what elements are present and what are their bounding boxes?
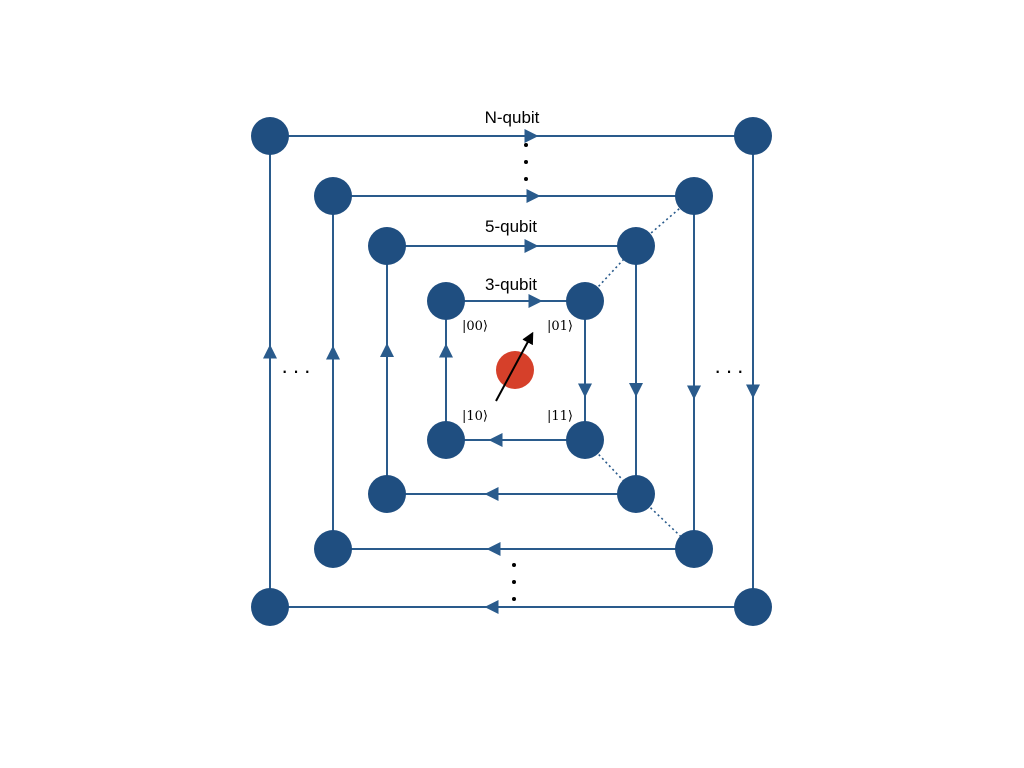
state-label-00: |00⟩: [462, 319, 488, 334]
ring-4-node-br: [734, 588, 772, 626]
ellipsis-right: ···: [714, 358, 748, 383]
ring-1-node-br: [566, 421, 604, 459]
ring-label-3-qubit: 3-qubit: [485, 275, 537, 294]
center-node: [496, 351, 534, 389]
state-label-10: |10⟩: [462, 409, 488, 424]
ring-2-node-bl: [368, 475, 406, 513]
spin-arrow-icon: [495, 331, 534, 402]
ring-label-n-qubit: N-qubit: [485, 108, 540, 127]
state-label-01: |01⟩: [547, 319, 573, 334]
ring-3-node-bl: [314, 530, 352, 568]
state-label-11: |11⟩: [547, 409, 573, 424]
ellipsis-left: ···: [281, 358, 315, 383]
ellipsis-top: [524, 143, 528, 181]
ring-3-node-tl: [314, 177, 352, 215]
ellipsis-bottom: [512, 563, 516, 601]
ring-4-node-tl: [251, 117, 289, 155]
ring-label-5-qubit: 5-qubit: [485, 217, 537, 236]
ring-3-node-tr: [675, 177, 713, 215]
ring-2-node-tr: [617, 227, 655, 265]
ring-4-node-bl: [251, 588, 289, 626]
ring-1-node-bl: [427, 421, 465, 459]
ring-2-node-tl: [368, 227, 406, 265]
ring-2-node-br: [617, 475, 655, 513]
ring-4-node-tr: [734, 117, 772, 155]
ring-1-node-tr: [566, 282, 604, 320]
ring-1-node-tl: [427, 282, 465, 320]
ring-3-node-br: [675, 530, 713, 568]
